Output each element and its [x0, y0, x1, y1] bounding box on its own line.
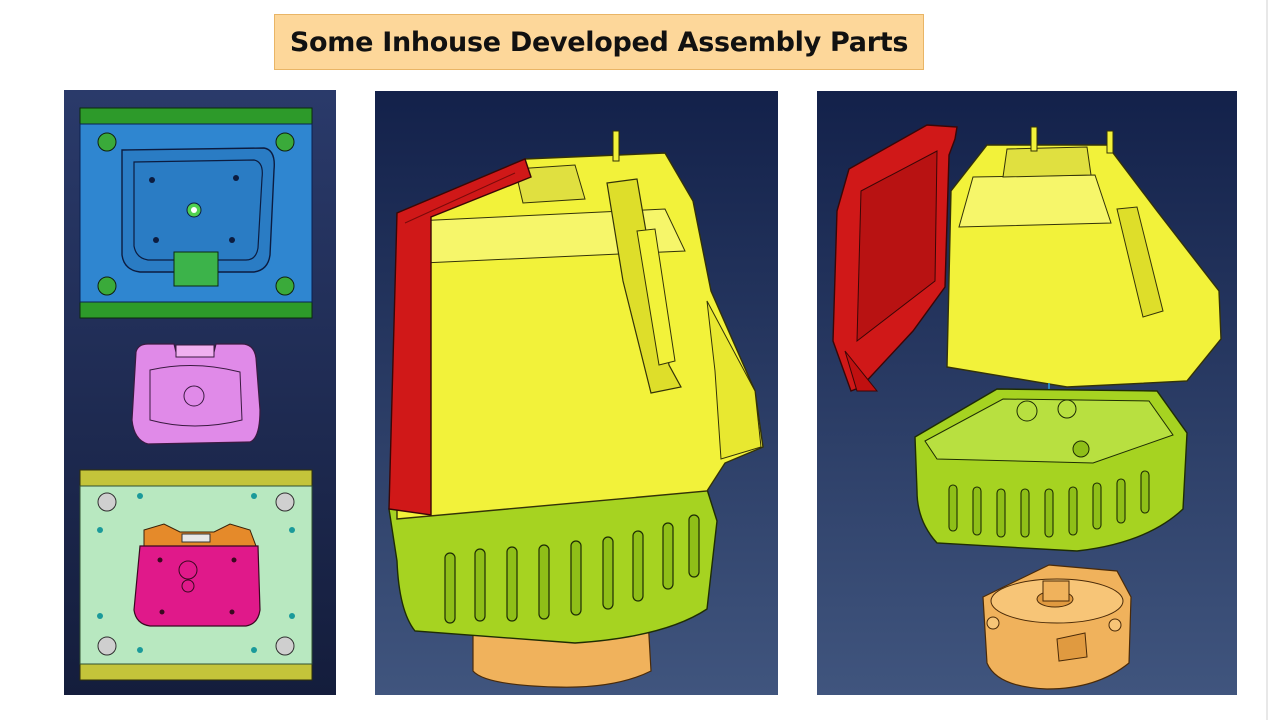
- pink-part: [131, 343, 261, 445]
- red-side-cover: [388, 158, 532, 516]
- slide-title: Some Inhouse Developed Assembly Parts: [289, 26, 909, 58]
- exploded-housing-image: z: [817, 91, 1237, 695]
- assembled-housing-image: [375, 91, 778, 695]
- core-plate: [79, 107, 313, 319]
- scrollbar-edge: [1266, 0, 1268, 720]
- cavity-plate: [79, 469, 313, 681]
- mold-layout-image: [64, 90, 336, 695]
- green-lower-shell: [388, 482, 718, 644]
- slide-title-box: Some Inhouse Developed Assembly Parts: [274, 14, 924, 70]
